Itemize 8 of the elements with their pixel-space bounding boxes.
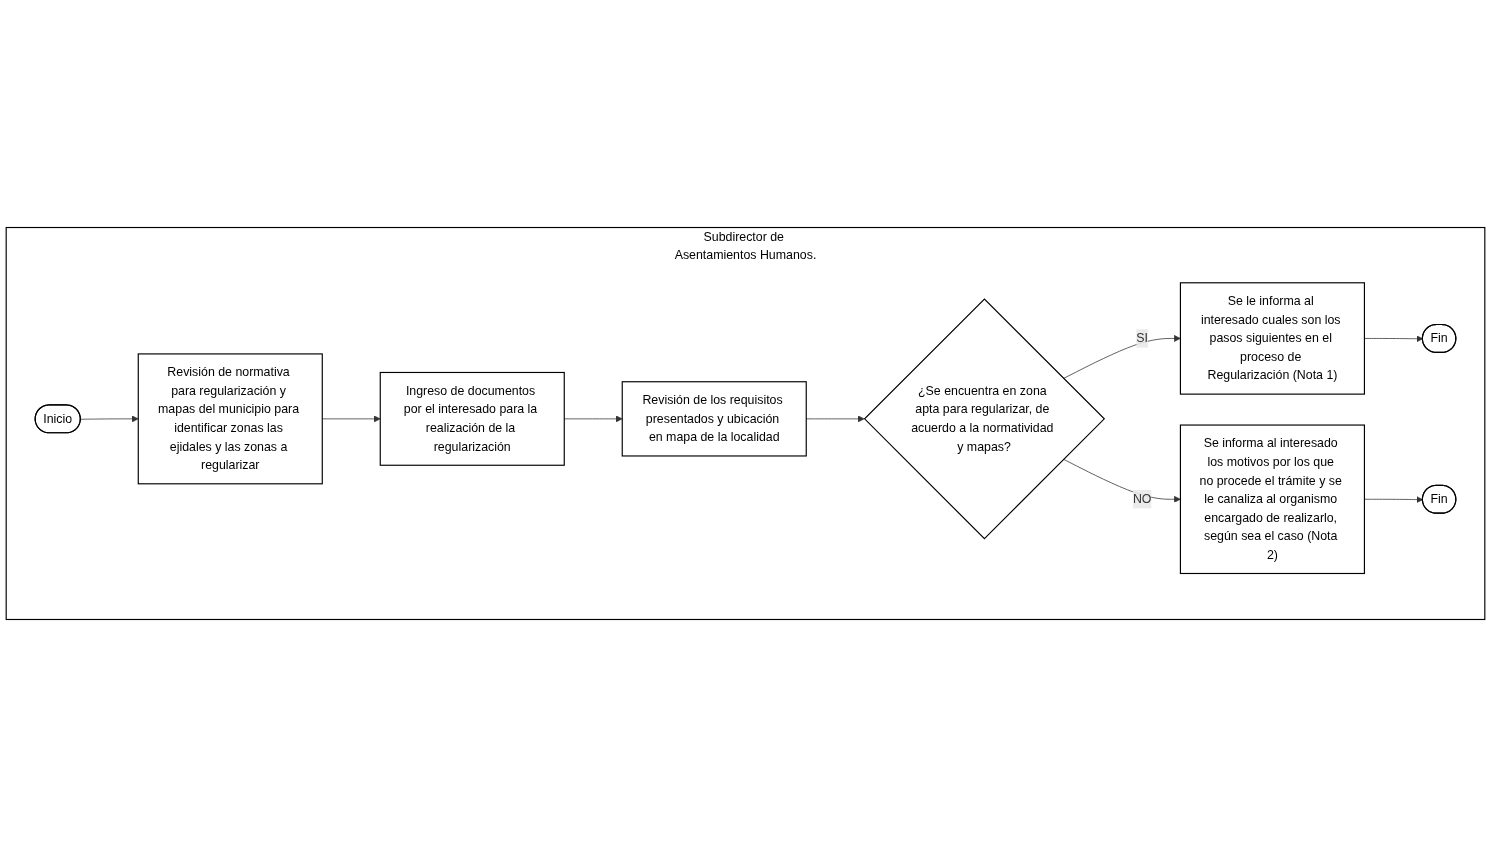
node-box: Revisión de los requisitos presentados y ubicación en mapa de la localidad <box>621 381 807 457</box>
node-box: Revisión de normativa para regularización y mapas del municipio para identificar zonas las ejidales y las zonas a regularizar <box>137 353 323 485</box>
node-box: Se informa al interesado los motivos por los que no procede el trámite y se le canaliza al organismo encargado de realizarlo, según sea el caso (Nota 2) <box>1179 424 1365 575</box>
node-box: Se le informa al interesado cuales son los pasos siguientes en el proceso de Regularización (Nota 1) <box>1179 282 1365 395</box>
edge-label: SI <box>1136 331 1148 345</box>
node-diamond: ¿Se encuentra en zona apta para regularizar, de acuerdo a la normatividad y mapas? <box>863 298 1106 540</box>
node-box: Ingreso de documentos por el interesado para la realización de la regularización <box>379 371 565 466</box>
edge-label: NO <box>1132 492 1152 506</box>
